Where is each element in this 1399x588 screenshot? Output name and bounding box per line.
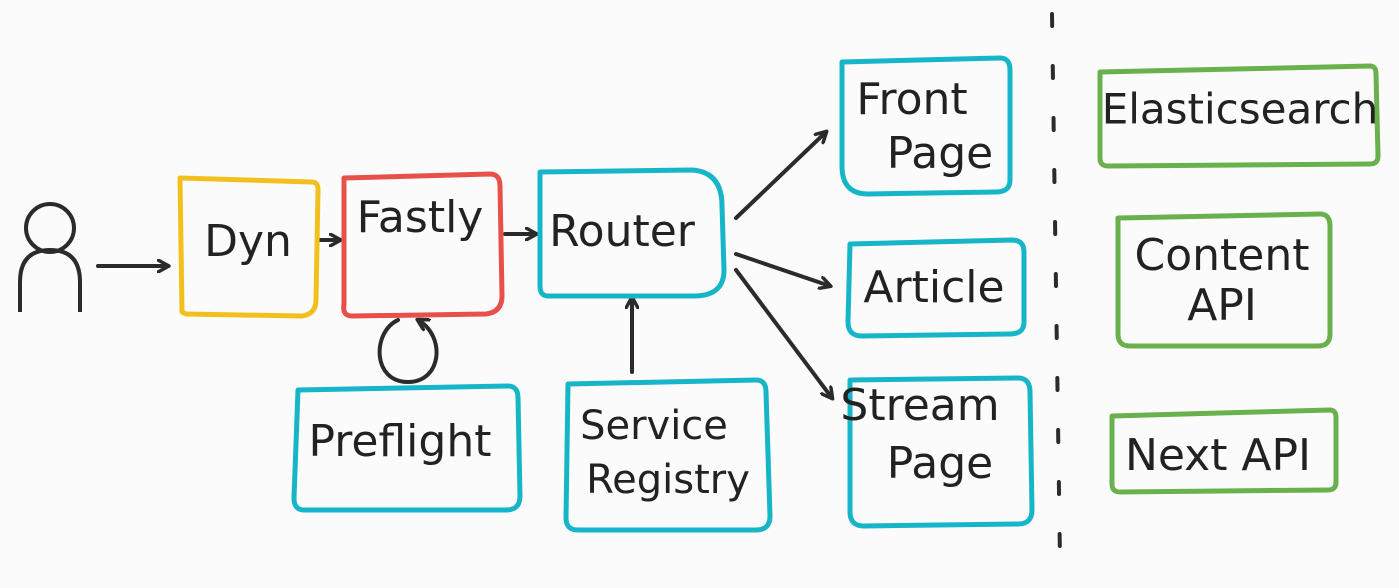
node-article: Article [845, 237, 1027, 339]
node-fastly: Fastly [341, 171, 505, 319]
stream-page-label-line1: Stream [840, 380, 999, 431]
dyn-box [177, 175, 321, 319]
article-box [845, 237, 1027, 339]
divider-line [1050, 12, 1062, 562]
node-content-api: Content API [1115, 211, 1333, 349]
node-front-page: Front Page [839, 55, 1013, 197]
elasticsearch-label: Elasticsearch [1102, 85, 1379, 134]
edge-fastly-preflight-loop [377, 320, 439, 384]
content-api-label-line1: Content [1135, 230, 1310, 281]
stream-page-label-line2: Page [887, 438, 994, 489]
front-page-label-line2: Page [887, 128, 994, 179]
node-stream-page: Stream Page [840, 375, 1035, 529]
edge-router-streampage [734, 268, 832, 398]
node-next-api: Next API [1109, 407, 1339, 495]
next-api-box [1109, 407, 1339, 495]
router-label: Router [549, 206, 696, 257]
node-elasticsearch: Elasticsearch [1097, 63, 1381, 169]
front-page-box [839, 55, 1013, 197]
edge-router-article [734, 252, 830, 286]
fastly-label: Fastly [357, 192, 484, 243]
front-page-label-line1: Front [856, 74, 967, 125]
service-registry-box [563, 377, 773, 533]
dyn-label: Dyn [204, 216, 292, 267]
edge-router-frontpage [734, 132, 826, 220]
next-api-label: Next API [1125, 430, 1311, 481]
node-preflight: Preflight [291, 383, 523, 513]
edges [96, 132, 832, 398]
service-registry-label-line2: Registry [586, 457, 750, 503]
router-box [537, 167, 727, 299]
node-router: Router [537, 167, 727, 299]
node-dyn: Dyn [177, 175, 321, 319]
elasticsearch-box [1097, 63, 1381, 169]
preflight-label: Preflight [309, 416, 492, 467]
service-registry-label-line1: Service [580, 403, 728, 449]
fastly-box [341, 171, 505, 319]
stream-page-box [847, 375, 1035, 529]
content-api-label-line2: API [1187, 280, 1257, 331]
article-label: Article [863, 262, 1004, 313]
user-icon [18, 202, 82, 312]
content-api-box [1115, 211, 1333, 349]
node-service-registry: Service Registry [563, 377, 773, 533]
preflight-box [291, 383, 523, 513]
